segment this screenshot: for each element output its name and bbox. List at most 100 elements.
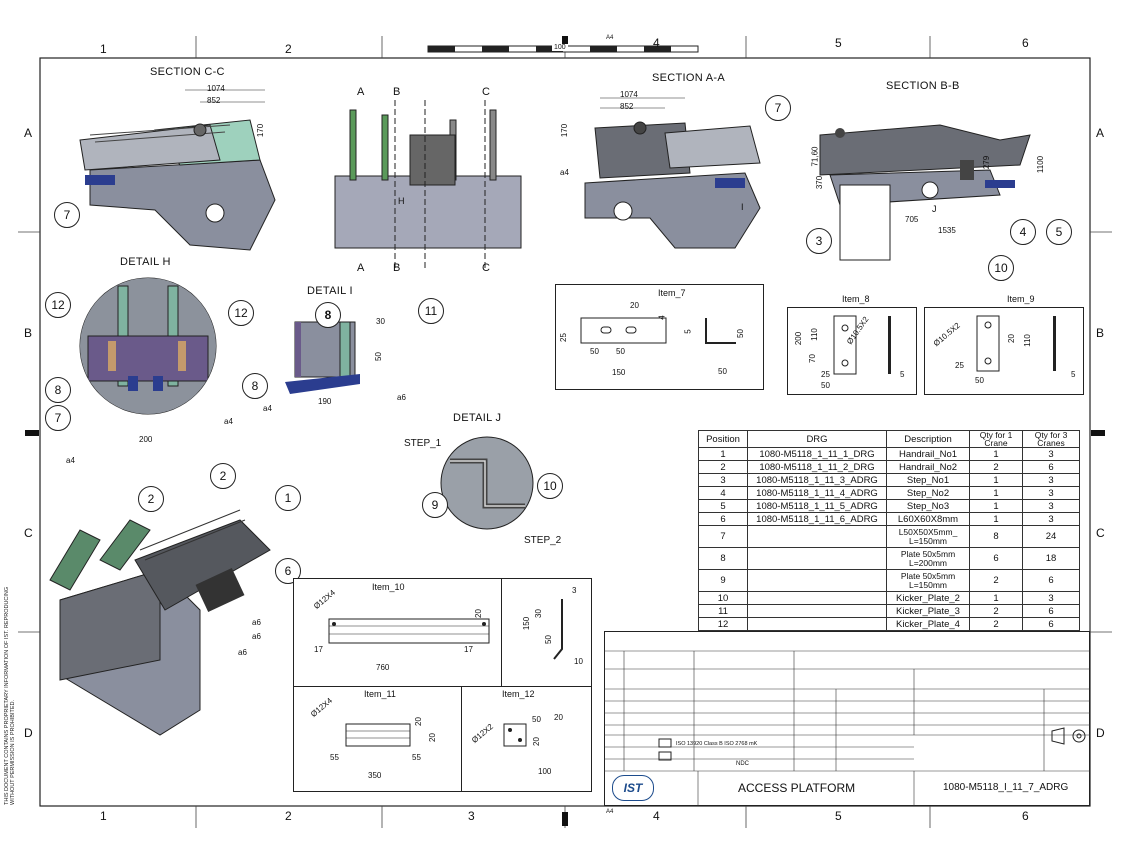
item8-panel: Item_8 200 110 70 25 50 Ø10.5X2 5 <box>787 294 917 395</box>
balloon-bb-4: 4 <box>1010 219 1036 245</box>
bom-cell: 1080-M5118_1_11_3_ADRG <box>747 473 887 487</box>
bom-cell: 7 <box>698 525 748 548</box>
item11-panel: Item_11 Ø12X4 20 20 55 55 350 <box>293 686 463 792</box>
bom-cell: Handrail_No1 <box>886 447 970 461</box>
bom-cell: 1 <box>969 473 1023 487</box>
balloon-bb-3: 3 <box>806 228 832 254</box>
bom-cell <box>747 617 887 631</box>
item7-panel: Item_7 20 4 25 50 50 150 5 50 50 <box>555 284 764 390</box>
bom-cell: 12 <box>698 617 748 631</box>
section-aa-dim-170: 170 <box>560 123 570 138</box>
item9-title: Item_9 <box>1007 294 1035 304</box>
item7-dim-25: 25 <box>558 333 568 342</box>
item7-title: Item_7 <box>658 288 686 298</box>
item12-panel: Item_12 Ø12X2 50 20 20 100 <box>461 686 592 792</box>
zone-left-a: A <box>24 126 33 140</box>
item8-dim-50: 50 <box>821 381 830 390</box>
item12-hole: Ø12X2 <box>470 722 495 745</box>
bom-cell: 6 <box>1022 604 1080 618</box>
bom-cell: 1 <box>969 499 1023 513</box>
tolerance-standard: ISO 13920 Class B ISO 2768 mK <box>676 741 758 747</box>
section-aa-title: SECTION A-A <box>652 72 725 84</box>
zone-bottom-2: 2 <box>285 809 292 823</box>
detail-i-dim-30: 30 <box>376 317 385 326</box>
bom-cell: 1 <box>969 591 1023 605</box>
item11-dim-20a: 20 <box>413 717 423 726</box>
detail-i-dim-190: 190 <box>318 397 332 406</box>
detail-i-title: DETAIL I <box>307 285 353 297</box>
sheet-size-mark: A4 <box>606 35 614 41</box>
section-aa-weld-a4: a4 <box>560 168 569 177</box>
bom-header-qty1: Qty for 1 Crane <box>969 430 1023 448</box>
section-bb-dim-1100: 1100 <box>1036 155 1046 174</box>
bom-cell <box>747 525 887 548</box>
bom-header-description: Description <box>886 430 970 448</box>
bom-cell: 6 <box>969 547 1023 570</box>
bom-cell <box>747 604 887 618</box>
isometric-view <box>49 509 271 736</box>
zone-top-6: 6 <box>1022 36 1029 50</box>
bom-cell: 2 <box>698 460 748 474</box>
bom-cell: 6 <box>1022 569 1080 592</box>
balloon-j-10: 10 <box>537 473 563 499</box>
item10-dim-150: 150 <box>522 616 532 631</box>
item10-side-drawing <box>553 599 563 660</box>
detail-i-marker: I <box>741 202 744 212</box>
item7-dim-50c: 50 <box>735 329 745 338</box>
item8-title: Item_8 <box>842 294 870 304</box>
item8-dim-200: 200 <box>794 331 804 346</box>
zone-bottom-3: 3 <box>468 809 475 823</box>
section-aa-view <box>584 97 761 249</box>
section-bb-dim-279: 279 <box>982 155 992 170</box>
bom-cell: 6 <box>698 512 748 526</box>
bom-cell: L60X60X8mm <box>886 512 970 526</box>
bom-header-row: Position DRG Description Qty for 1 Crane… <box>698 430 1080 448</box>
item7-dim-50d: 50 <box>718 367 727 376</box>
section-bb-dim-1535: 1535 <box>938 226 956 235</box>
item11-dim-20b: 20 <box>427 733 437 742</box>
bom-cell: Kicker_Plate_3 <box>886 604 970 618</box>
bom-cell: 3 <box>1022 512 1080 526</box>
zone-right-b: B <box>1096 326 1105 340</box>
section-aa-dim-1074: 1074 <box>620 90 638 99</box>
bom-header-qty3: Qty for 3 Cranes <box>1022 430 1080 448</box>
item7-drawing <box>580 317 736 344</box>
section-bb-dim-370: 370 <box>815 175 825 190</box>
zone-left-b: B <box>24 326 33 340</box>
balloon-i-11: 11 <box>418 298 444 324</box>
bom-cell: 18 <box>1022 547 1080 570</box>
bom-cell: 8 <box>969 525 1023 548</box>
balloon-aa-7: 7 <box>765 95 791 121</box>
bom-cell: 3 <box>1022 499 1080 513</box>
company-logo-text: IST <box>623 781 643 795</box>
item7-dim-4: 4 <box>657 315 667 320</box>
cut-c-top: C <box>482 86 490 98</box>
item11-drawing <box>345 723 411 747</box>
item12-drawing <box>503 723 527 747</box>
bom-cell: Plate 50x5mm L=200mm <box>886 547 970 570</box>
item9-panel: Item_9 Ø10.5X2 25 50 20 110 5 <box>924 294 1084 395</box>
bom-cell: 3 <box>1022 486 1080 500</box>
detail-i-view <box>285 321 360 394</box>
detail-j-step2: STEP_2 <box>524 535 562 546</box>
zone-bottom-4: 4 <box>653 809 660 823</box>
balloon-bb-5: 5 <box>1046 219 1072 245</box>
detail-h-weld-a4-2: a4 <box>66 456 75 465</box>
bom-cell: Step_No2 <box>886 486 970 500</box>
zone-top-2: 2 <box>285 42 292 56</box>
bom-cell <box>747 547 887 570</box>
iso-weld-a6-1: a6 <box>252 618 261 627</box>
detail-i-weld-a4: a4 <box>263 404 272 413</box>
iso-weld-a6-2: a6 <box>252 632 261 641</box>
detail-h-title: DETAIL H <box>120 256 171 268</box>
cut-a-bottom: A <box>357 262 365 274</box>
bom-cell: 2 <box>969 604 1023 618</box>
detail-h-marker: H <box>398 196 405 206</box>
item10-panel: Item_10 Ø12X4 17 17 760 20 <box>293 578 503 688</box>
detail-h-view <box>79 277 217 415</box>
detail-i-dim-50: 50 <box>373 352 383 361</box>
scale-bar-label: 100 <box>552 44 568 51</box>
